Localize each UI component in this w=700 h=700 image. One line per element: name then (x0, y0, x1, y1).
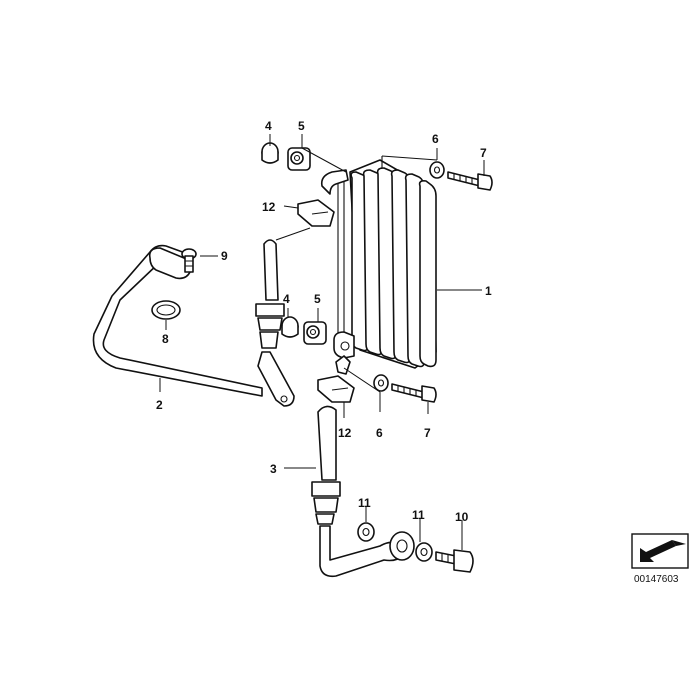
callout-4-top: 4 (265, 119, 272, 133)
callout-7-middle: 7 (424, 426, 431, 440)
oil-line-feed[interactable] (92, 239, 295, 407)
rubber-buffer-top[interactable] (261, 142, 311, 171)
washer-bolt-middle[interactable] (373, 374, 437, 403)
hollow-bolt[interactable] (435, 549, 474, 573)
callout-7-top: 7 (480, 146, 487, 160)
fillister-head-screw[interactable] (181, 248, 197, 273)
seal-ring-right[interactable] (415, 542, 433, 562)
callout-2: 2 (156, 398, 163, 412)
callout-1: 1 (485, 284, 492, 298)
callout-12-top: 12 (262, 200, 276, 214)
callout-6-top: 6 (432, 132, 439, 146)
orientation-symbol (631, 533, 689, 569)
callout-5-middle: 5 (314, 292, 321, 306)
callout-3: 3 (270, 462, 277, 476)
callout-12-middle: 12 (338, 426, 352, 440)
callout-4-middle: 4 (283, 292, 290, 306)
hose-clamp-top[interactable] (297, 199, 335, 227)
diagram-number: 00147603 (634, 574, 679, 585)
callout-6-middle: 6 (376, 426, 383, 440)
callout-5-top: 5 (298, 119, 305, 133)
oil-cooler[interactable] (320, 159, 437, 375)
hose-clamp-middle[interactable] (317, 375, 355, 403)
callout-11-left: 11 (358, 496, 371, 510)
rubber-buffer-middle[interactable] (281, 316, 327, 345)
callout-labels: 1 2 3 4 5 6 7 4 5 6 7 8 9 10 11 11 12 12 (156, 119, 492, 524)
direction-arrow-icon (640, 540, 676, 562)
seal-ring-left[interactable] (357, 522, 375, 542)
oil-line-return[interactable] (311, 405, 415, 578)
washer-bolt-top[interactable] (429, 161, 493, 191)
callout-8: 8 (162, 332, 169, 346)
o-ring[interactable] (151, 300, 181, 320)
callout-9: 9 (221, 249, 228, 263)
leader-lines (159, 134, 485, 550)
callout-10: 10 (455, 510, 469, 524)
callout-11-right: 11 (412, 508, 425, 522)
